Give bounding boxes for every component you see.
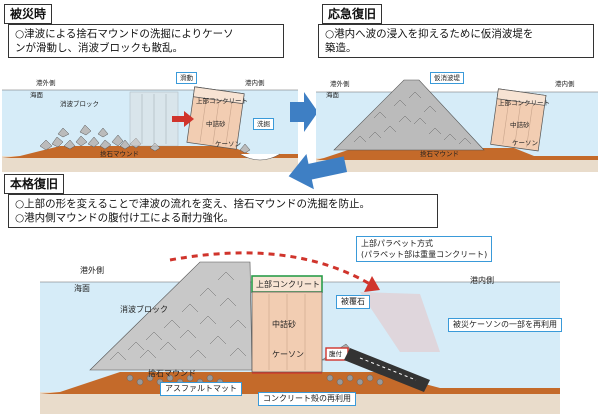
panel1-sliding-tag: 滑動	[176, 72, 197, 84]
panel3-flow-arrow	[169, 251, 371, 286]
panel2-title: 応急復旧	[322, 4, 383, 24]
panel2-seabed	[316, 158, 598, 172]
panel3-cover-stone-tag: 被覆石	[336, 295, 370, 309]
down-arrow	[288, 148, 348, 190]
panel3-rubble-mound-label: 捨石マウンド	[148, 369, 196, 378]
panel2-sea-surface-label: 海面	[326, 91, 339, 99]
panel1-diagram	[2, 86, 298, 172]
panel2-temp-breakwater	[333, 79, 485, 151]
panel3-desc-line2: ○港内側マウンドの腹付け工による耐力強化。	[15, 212, 234, 224]
panel3-diagram	[40, 251, 560, 414]
panel2-filling-sand-label: 中詰砂	[510, 121, 530, 129]
panel3-flow-wedge	[360, 292, 440, 352]
panel2-upper-concrete-label: 上部コンクリート	[498, 99, 550, 107]
panel2-caisson-label: ケーソン	[512, 139, 538, 147]
panel1-inner-harbor-label: 港内側	[245, 79, 265, 87]
panel2-desc-line1: ○港内へ波の浸入を抑えるために仮消波堤を	[325, 28, 534, 40]
panel3-caisson-label: ケーソン	[272, 350, 304, 359]
panel2-outer-harbor-label: 港外側	[330, 80, 350, 88]
panel1-ghost-caisson	[129, 91, 179, 147]
panel1-desc-line1: ○津波による捨石マウンドの洗掘によりケーソ	[15, 28, 234, 40]
panel2-desc-line2: 築造。	[325, 42, 357, 54]
panel1-scour	[239, 153, 281, 161]
panel2-diagram	[316, 79, 598, 172]
panel1-desc-line2: ンが滑動し、消波ブロックも散乱。	[15, 42, 183, 54]
panel1-rubble-mound-label: 捨石マウンド	[100, 150, 139, 158]
panel2-inner-harbor-label: 港内側	[555, 80, 575, 88]
panel3-upper-concrete-label: 上部コンクリート	[256, 280, 320, 289]
panel3-filler-label: 腹付	[329, 350, 342, 358]
panel3-rubble-stones	[126, 374, 384, 386]
panel2-caisson	[490, 88, 547, 152]
panel3-parapet-line2: (パラペット部は重量コンクリート)	[361, 250, 488, 259]
panel2-breakwater-blocks	[353, 91, 472, 145]
panel3-asphalt-mat-tag: アスファルトマット	[160, 382, 242, 396]
panel3-caisson-reuse-tag: 被災ケーソンの一部を再利用	[448, 318, 562, 332]
panel2-rubble-mound	[316, 148, 598, 160]
panel3-concrete-shell-tag: コンクリート殻の再利用	[258, 392, 356, 406]
panel3-parapet-callout: 上部パラペット方式 (パラペット部は重量コンクリート)	[356, 236, 493, 262]
panel3-parapet-line1: 上部パラペット方式	[361, 239, 433, 248]
panel3-wave-block-pile	[89, 261, 253, 371]
right-arrow	[290, 92, 318, 132]
panel1-filling-sand-label: 中詰砂	[206, 120, 226, 128]
panel1-wave-block-label: 消波ブロック	[60, 100, 99, 108]
panel3-outer-harbor-label: 港外側	[80, 266, 104, 275]
panel3-title: 本格復旧	[4, 174, 65, 194]
panel1-seabed	[2, 156, 298, 172]
panel3-inner-harbor-label: 港内側	[470, 276, 494, 285]
panel1-scour-tag: 洗掘	[253, 118, 274, 130]
panel3-description: ○上部の形を変えることで津波の流れを変え、捨石マウンドの洗掘を防止。 ○港内側マ…	[8, 194, 438, 228]
panel3-wave-blocks	[109, 271, 247, 361]
panel3-wave-block-label: 消波ブロック	[120, 305, 168, 314]
panel1-rubble-mound	[2, 146, 298, 158]
panel1-sea-surface-label: 海面	[30, 91, 43, 99]
panel1-caisson	[186, 86, 245, 150]
panel1-title: 被災時	[4, 4, 53, 24]
panel3-desc-line1: ○上部の形を変えることで津波の流れを変え、捨石マウンドの洗掘を防止。	[15, 198, 371, 210]
panel1-caisson-label: ケーソン	[215, 140, 241, 148]
panel1-upper-concrete-label: 上部コンクリート	[196, 97, 248, 105]
panel1-outer-harbor-label: 港外側	[36, 79, 56, 87]
panel2-rubble-mound-label: 捨石マウンド	[420, 150, 459, 158]
panel3-filling-sand-label: 中詰砂	[272, 320, 296, 329]
panel1-wave-blocks	[39, 124, 251, 154]
panel1-sliding-arrow	[172, 111, 194, 127]
panel2-temp-breakwater-tag: 仮消波堤	[430, 72, 464, 84]
panel3-sea-surface-label: 海面	[74, 284, 90, 293]
panel2-description: ○港内へ波の浸入を抑えるために仮消波堤を 築造。	[318, 24, 594, 58]
panel3-reused-caisson	[344, 348, 430, 392]
panel1-description: ○津波による捨石マウンドの洗掘によりケーソ ンが滑動し、消波ブロックも散乱。	[8, 24, 284, 58]
